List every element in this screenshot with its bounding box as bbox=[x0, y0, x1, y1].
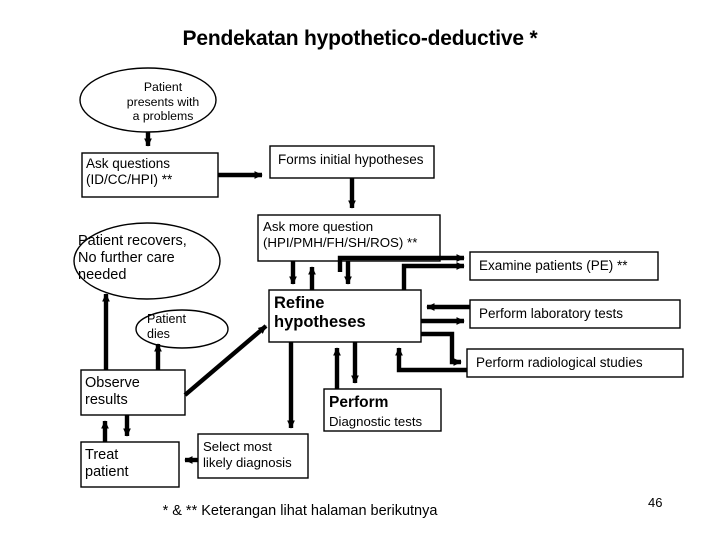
node-patient-dies bbox=[135, 309, 229, 349]
node-treat-patient bbox=[80, 441, 180, 488]
node-refine-hypotheses bbox=[268, 289, 422, 343]
node-select-most-likely-diagnosis bbox=[197, 433, 309, 479]
node-perform-radiological-studies bbox=[466, 348, 684, 378]
edge-radio-to-refine bbox=[395, 347, 467, 373]
page-title: Pendekatan hypothetico-deductive * bbox=[182, 27, 538, 50]
node-perform-laboratory-tests bbox=[469, 299, 681, 329]
node-ask-questions bbox=[81, 152, 219, 198]
edge-refine-to-examine bbox=[337, 254, 465, 272]
node-patient-recovers bbox=[73, 222, 221, 300]
node-ask-more-question bbox=[257, 214, 441, 262]
edge-observe-to-refine bbox=[183, 324, 268, 397]
edge-refine-up-to-examine2 bbox=[401, 262, 465, 290]
edge-refine-to-radio bbox=[421, 331, 462, 366]
node-forms-initial-hypotheses bbox=[269, 145, 435, 179]
node-observe-results bbox=[80, 369, 186, 416]
page-number: 46 bbox=[648, 495, 663, 510]
footnote-text: * & ** Keterangan lihat halaman berikutn… bbox=[162, 503, 438, 519]
node-examine-patients bbox=[469, 251, 659, 281]
node-patient-presents bbox=[79, 67, 217, 133]
node-perform-diagnostic-tests bbox=[323, 388, 442, 432]
